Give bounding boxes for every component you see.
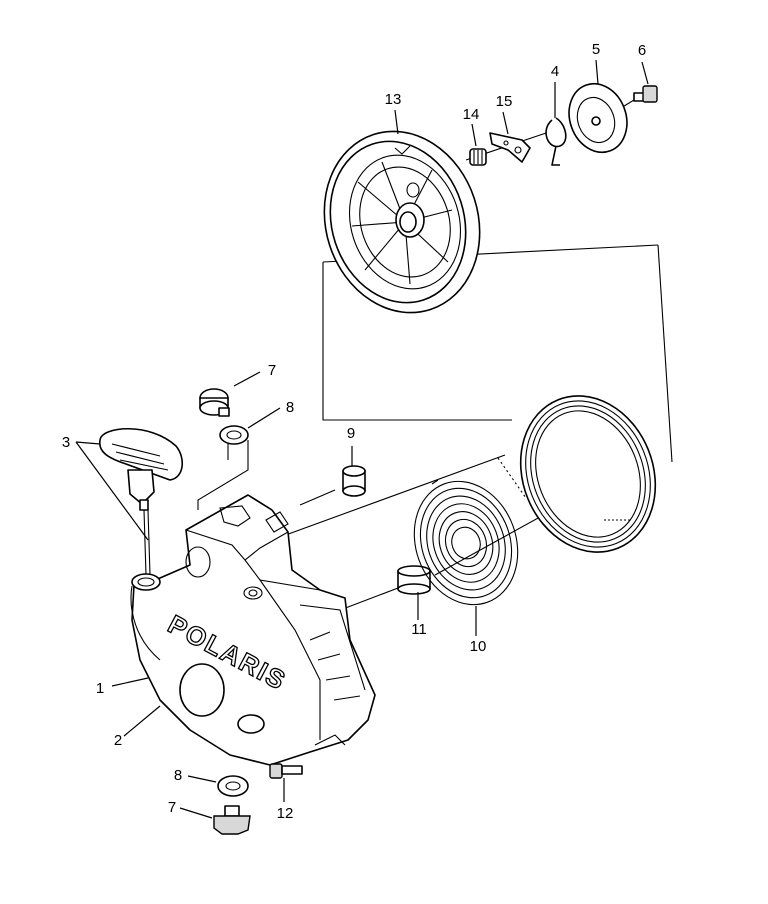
plug-bottom	[213, 805, 251, 835]
pulley	[323, 130, 481, 314]
washer-top	[219, 425, 249, 445]
bushing	[342, 465, 366, 497]
callout-13: 13	[385, 91, 402, 108]
spring-sleeve	[397, 565, 431, 595]
callout-8-bottom: 8	[174, 767, 182, 784]
callout-5: 5	[592, 41, 600, 58]
housing-bolt	[269, 763, 303, 779]
callout-14: 14	[463, 106, 480, 123]
callout-3: 3	[62, 434, 70, 451]
recoil-spring	[413, 479, 519, 606]
callout-10: 10	[470, 638, 487, 655]
callout-labels: 1 2 3 4 5 6 7 7 8 8 9 10 11 12 13 14 15	[62, 41, 646, 822]
callout-7-top: 7	[268, 362, 276, 379]
callout-12: 12	[277, 805, 294, 822]
callout-8-top: 8	[286, 399, 294, 416]
friction-spring	[545, 117, 567, 166]
callout-15: 15	[496, 93, 513, 110]
callout-2: 2	[114, 732, 122, 749]
callout-4: 4	[551, 63, 559, 80]
leader-lines	[75, 59, 649, 819]
friction-plate	[568, 82, 628, 154]
pawl-spring	[469, 148, 487, 166]
recoil-rope-coil	[497, 395, 657, 553]
callout-1: 1	[96, 680, 104, 697]
callout-6: 6	[638, 42, 646, 59]
callout-11: 11	[411, 621, 427, 638]
starter-handle	[99, 427, 183, 576]
ratchet-pawl	[489, 132, 531, 163]
starter-housing: POLARIS	[130, 494, 376, 766]
plug-top	[199, 388, 230, 417]
callout-9: 9	[347, 425, 355, 442]
washer-bottom	[217, 775, 249, 797]
center-bolt	[633, 85, 658, 103]
callout-7-bottom: 7	[168, 799, 176, 816]
